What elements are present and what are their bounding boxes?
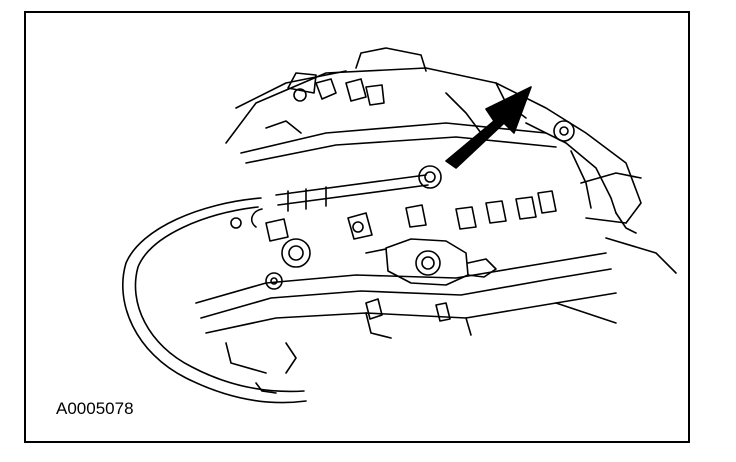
figure-code: A0005078 — [56, 399, 134, 418]
figure-frame: A0005078 — [24, 11, 690, 443]
sensor-left — [230, 208, 311, 268]
fuel-injectors-lower — [347, 190, 557, 240]
arrow-pointer-icon — [445, 86, 532, 169]
mounting-stud — [255, 272, 283, 394]
throttle-cable — [122, 197, 307, 404]
engine-illustration — [122, 47, 677, 404]
mounting-ring — [553, 120, 575, 142]
lower-manifold — [195, 252, 617, 374]
right-housing — [580, 172, 677, 274]
linkage-rod — [275, 165, 442, 212]
throttle-body — [365, 238, 497, 286]
fuel-injectors-upper — [287, 72, 385, 106]
bracket-lower — [365, 298, 451, 322]
